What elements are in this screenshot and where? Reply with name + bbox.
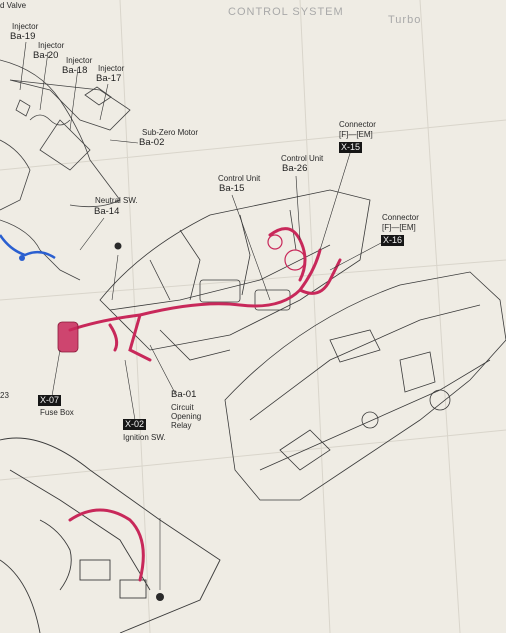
label-x16: Connector bbox=[382, 213, 419, 222]
sub-x15: [F]—[EM] bbox=[339, 130, 373, 139]
code-ba17: Ba-17 bbox=[96, 73, 122, 84]
code-x16: X-16 bbox=[381, 235, 405, 246]
fuse-box-drawing bbox=[57, 321, 79, 353]
label-ba01: Circuit Opening Relay bbox=[171, 403, 202, 430]
code-ba19: Ba-19 bbox=[10, 31, 36, 42]
blue-harness bbox=[0, 234, 56, 260]
engine-bay-drawing bbox=[0, 59, 131, 281]
header-fragment: d Valve bbox=[0, 1, 27, 10]
code-x02: X-02 bbox=[123, 419, 147, 430]
instrument-panel-drawing bbox=[224, 271, 506, 501]
dashboard-panel bbox=[99, 189, 371, 361]
label-ba20: Injector bbox=[38, 41, 65, 50]
label-x07: Fuse Box bbox=[40, 408, 74, 417]
code-ba14: Ba-14 bbox=[94, 206, 120, 217]
code-ba26: Ba-26 bbox=[282, 163, 308, 174]
label-ba14: Neutral SW. bbox=[95, 196, 138, 205]
label-ba02: Sub-Zero Motor bbox=[142, 128, 199, 137]
label-x15: Connector bbox=[339, 120, 376, 129]
faint-corner: Turbo bbox=[388, 14, 422, 26]
margin-number: 23 bbox=[0, 391, 9, 400]
label-ba15: Control Unit bbox=[218, 174, 261, 183]
car-body-drawing bbox=[0, 437, 221, 633]
sub-x16: [F]—[EM] bbox=[382, 223, 416, 232]
code-ba15: Ba-15 bbox=[219, 183, 245, 194]
label-ba26: Control Unit bbox=[281, 154, 324, 163]
faint-title: CONTROL SYSTEM bbox=[228, 6, 344, 18]
leader-lines bbox=[19, 41, 382, 590]
label-x02: Ignition SW. bbox=[123, 433, 166, 442]
code-ba01: Ba-01 bbox=[171, 389, 197, 400]
code-x07: X-07 bbox=[38, 395, 62, 406]
label-ba18: Injector bbox=[66, 56, 93, 65]
code-x15: X-15 bbox=[339, 142, 363, 153]
label-ba17: Injector bbox=[98, 64, 125, 73]
callout-circles bbox=[114, 242, 164, 601]
label-ba19: Injector bbox=[12, 22, 39, 31]
code-ba18: Ba-18 bbox=[62, 65, 88, 76]
code-ba02: Ba-02 bbox=[139, 137, 165, 148]
code-ba20: Ba-20 bbox=[33, 50, 59, 61]
